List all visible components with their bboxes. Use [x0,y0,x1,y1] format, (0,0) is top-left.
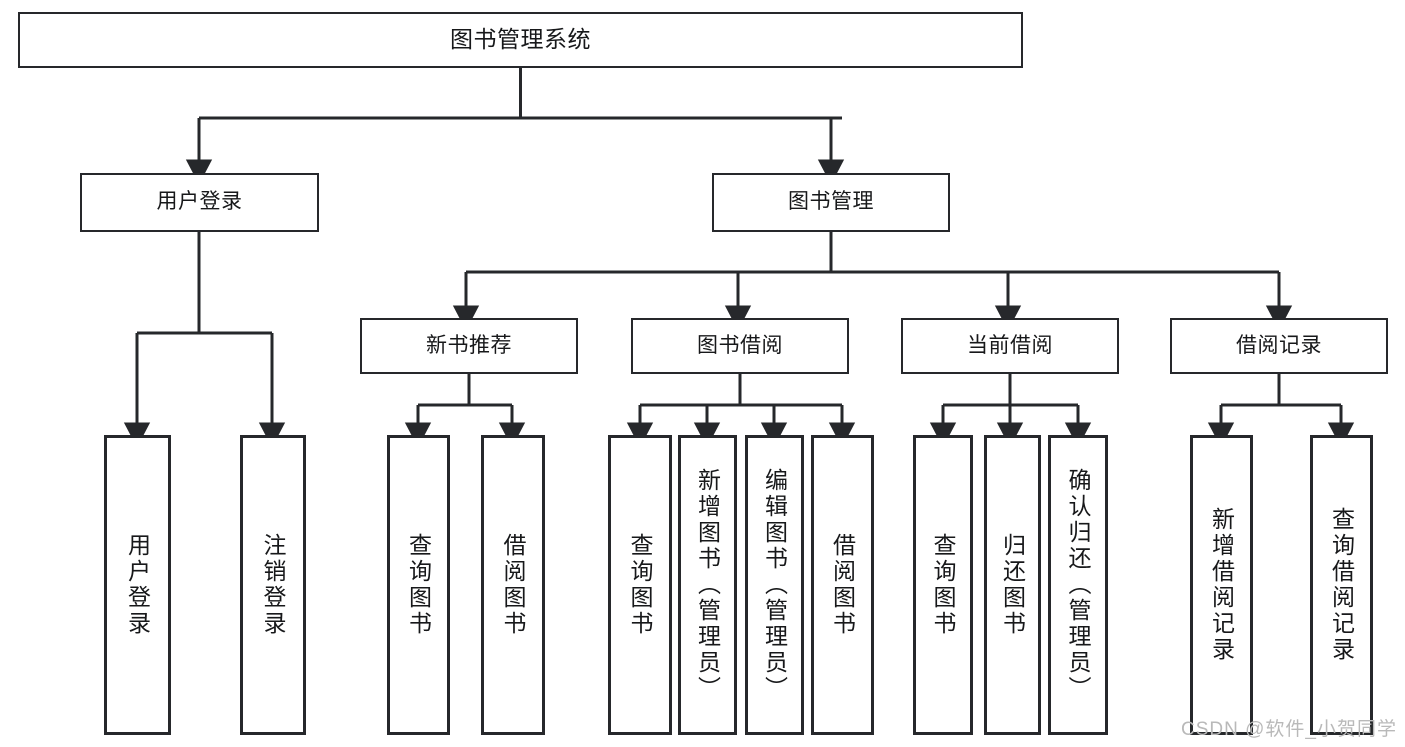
leaf-user-login[interactable]: 用户登录 [104,435,171,735]
node-label: 查询图书 [930,533,957,637]
node-label: 查询借阅记录 [1328,507,1355,663]
leaf-add-record[interactable]: 新增借阅记录 [1190,435,1253,735]
node-label: 新书推荐 [426,333,512,357]
node-label: 查询图书 [627,533,654,637]
node-label: 图书管理系统 [450,26,591,53]
node-user-login[interactable]: 用户登录 [80,173,319,232]
node-label: 注销登录 [260,533,287,637]
node-label: 借阅图书 [829,533,856,637]
node-label: 归还图书 [999,533,1026,637]
node-label: 编辑图书（管理员） [761,468,788,702]
leaf-query-book-3[interactable]: 查询图书 [913,435,973,735]
node-label: 用户登录 [156,190,243,214]
node-label: 图书借阅 [697,333,783,357]
leaf-return-book[interactable]: 归还图书 [984,435,1041,735]
leaf-edit-book[interactable]: 编辑图书（管理员） [745,435,804,735]
node-label: 新增借阅记录 [1208,507,1235,663]
node-label: 当前借阅 [967,333,1053,357]
node-book-borrow[interactable]: 图书借阅 [631,318,849,374]
node-label: 确认归还（管理员） [1065,468,1092,702]
leaf-confirm-return[interactable]: 确认归还（管理员） [1048,435,1108,735]
node-label: 新增图书（管理员） [694,468,721,702]
node-book-manage[interactable]: 图书管理 [712,173,950,232]
leaf-logout[interactable]: 注销登录 [240,435,306,735]
leaf-add-book[interactable]: 新增图书（管理员） [678,435,737,735]
node-label: 图书管理 [788,190,874,214]
node-label: 查询图书 [405,533,432,637]
node-new-book-rec[interactable]: 新书推荐 [360,318,578,374]
csdn-watermark: CSDN @软件_小贺同学 [1181,719,1397,740]
node-book-management-system[interactable]: 图书管理系统 [18,12,1023,68]
leaf-query-book-2[interactable]: 查询图书 [608,435,672,735]
leaf-query-book-1[interactable]: 查询图书 [387,435,450,735]
node-borrow-record[interactable]: 借阅记录 [1170,318,1388,374]
node-current-borrow[interactable]: 当前借阅 [901,318,1119,374]
node-label: 借阅图书 [500,533,527,637]
node-label: 用户登录 [124,533,151,637]
leaf-query-record[interactable]: 查询借阅记录 [1310,435,1373,735]
leaf-borrow-book-2[interactable]: 借阅图书 [811,435,874,735]
node-label: 借阅记录 [1236,333,1322,357]
leaf-borrow-book-1[interactable]: 借阅图书 [481,435,545,735]
